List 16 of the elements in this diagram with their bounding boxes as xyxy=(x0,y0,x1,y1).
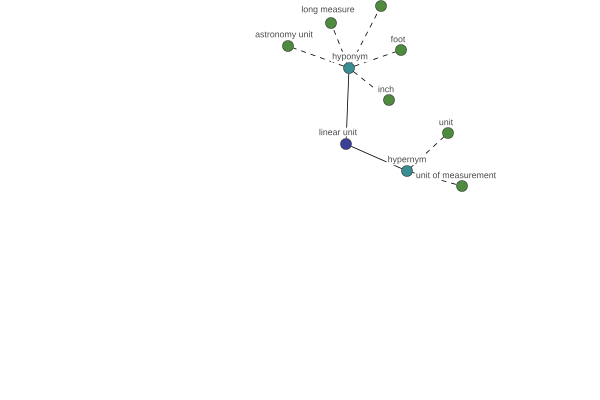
connector-line xyxy=(350,146,402,170)
connector-line xyxy=(354,52,396,66)
connector-line xyxy=(293,48,344,66)
node-label: hypernym xyxy=(388,156,426,164)
node-label: long measure xyxy=(302,6,354,14)
node-label: hyponym xyxy=(332,52,368,62)
connector-line xyxy=(346,73,350,139)
connector-line xyxy=(412,172,457,185)
node-label: unit of measurement xyxy=(416,172,496,178)
node-label: unit xyxy=(439,118,454,126)
node-label: linear unit xyxy=(320,128,357,136)
connector-line xyxy=(410,136,444,168)
node-circle xyxy=(375,0,387,12)
node-label: inch xyxy=(378,86,394,92)
node-label: foot xyxy=(390,36,406,42)
node-label: astronomy unit xyxy=(256,30,313,40)
